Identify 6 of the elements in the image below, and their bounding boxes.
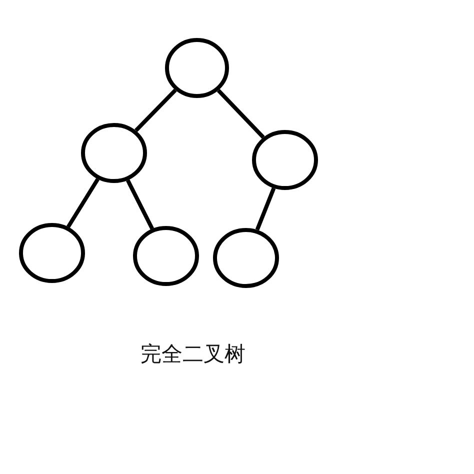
diagram-caption: 完全二叉树: [140, 341, 246, 368]
tree-edge-line: [216, 88, 265, 139]
tree-edge-line: [126, 179, 154, 230]
tree-edge-line: [66, 178, 100, 228]
tree-edge-line: [134, 88, 177, 132]
tree-edge-line: [255, 187, 276, 231]
